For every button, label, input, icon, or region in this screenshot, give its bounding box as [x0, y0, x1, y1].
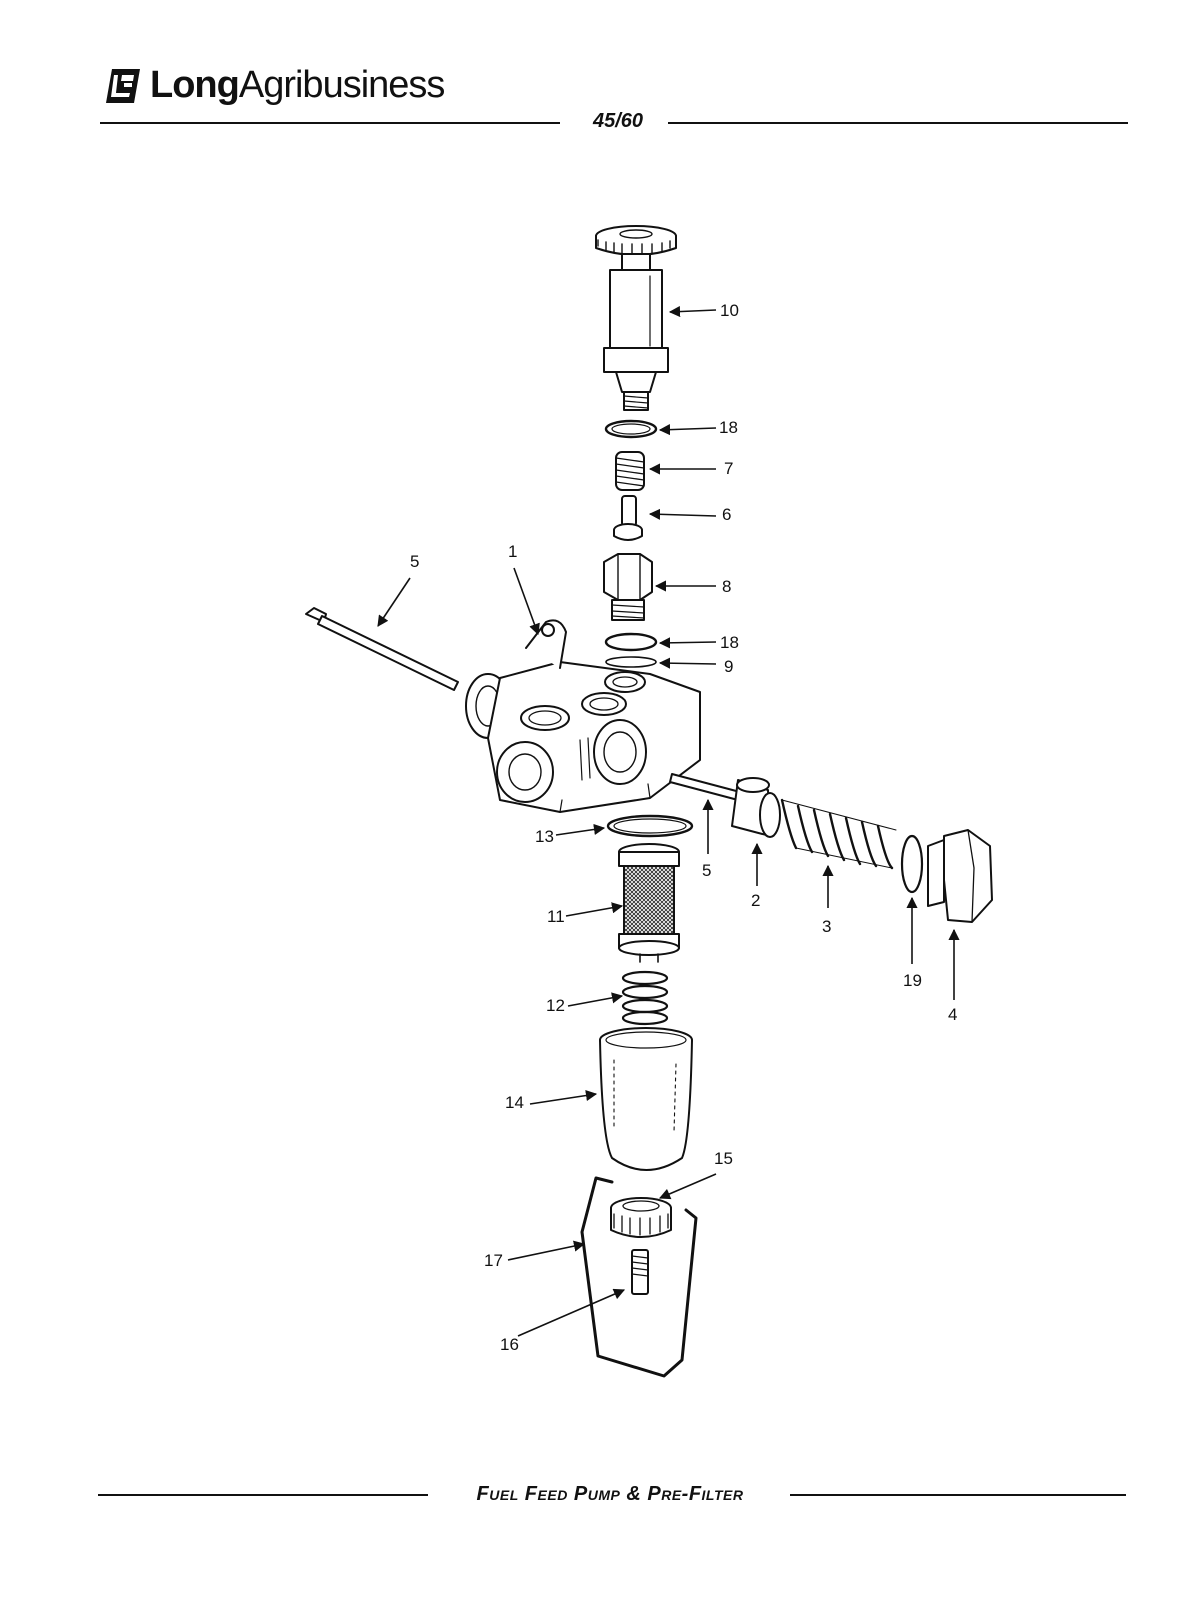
valve-plunger: [613, 495, 643, 541]
plunger-rod: [669, 773, 741, 801]
piston-spring: [780, 798, 897, 870]
filter-element: [618, 843, 680, 963]
screw-cap: [927, 829, 993, 923]
header-rule-left: [100, 122, 560, 124]
pump-piston: [731, 777, 781, 838]
callout-18-upper: 18: [719, 418, 738, 437]
brand-header: Long Agribusiness: [100, 60, 446, 110]
callout-2: 2: [751, 891, 760, 910]
hand-primer-pump: [595, 225, 677, 411]
brand-logo-icon: [106, 69, 140, 103]
brand-name-light: Agribusiness: [238, 63, 446, 106]
sediment-bowl: [599, 1027, 693, 1171]
leader-lines: [377, 305, 960, 1337]
callout-18-lower: 18: [720, 633, 739, 652]
callout-9: 9: [724, 657, 733, 676]
washer: [605, 656, 657, 668]
brand-name-bold: Long: [150, 63, 240, 106]
footer-rule-right: [790, 1494, 1126, 1496]
long-bolt: [305, 607, 459, 691]
callout-5-rod: 5: [702, 861, 711, 880]
callout-1: 1: [508, 542, 517, 561]
callout-8: 8: [722, 577, 731, 596]
callout-3: 3: [822, 917, 831, 936]
pump-housing: [465, 619, 701, 813]
footer-rule-left: [98, 1494, 428, 1496]
threaded-stud: [631, 1249, 649, 1295]
union-fitting: [603, 553, 653, 621]
page-number: 45/60: [592, 110, 644, 132]
callout-19: 19: [903, 971, 922, 990]
callout-13: 13: [535, 827, 554, 846]
callout-14: 14: [505, 1093, 524, 1112]
callout-17: 17: [484, 1251, 503, 1270]
callout-15: 15: [714, 1149, 733, 1168]
callout-4: 4: [948, 1005, 957, 1024]
callout-5-bolt: 5: [410, 552, 419, 571]
cap-washer: [900, 834, 924, 894]
section-title: Fuel Feed Pump & Pre-Filter: [476, 1483, 744, 1505]
callout-12: 12: [546, 996, 565, 1015]
callout-10: 10: [720, 301, 739, 320]
header-rule-right: [668, 122, 1128, 124]
filter-spring: [621, 970, 669, 1026]
callout-labels: 10 18 7 6 5 1 8 18 9 13 5 2 3 11 19 4 12…: [410, 301, 957, 1354]
knurled-nut: [610, 1197, 672, 1238]
callout-7: 7: [724, 459, 733, 478]
callout-16: 16: [500, 1335, 519, 1354]
callout-11: 11: [547, 907, 565, 926]
valve-spring: [615, 451, 645, 491]
seal-ring-lower: [604, 632, 658, 652]
callout-6: 6: [722, 505, 731, 524]
